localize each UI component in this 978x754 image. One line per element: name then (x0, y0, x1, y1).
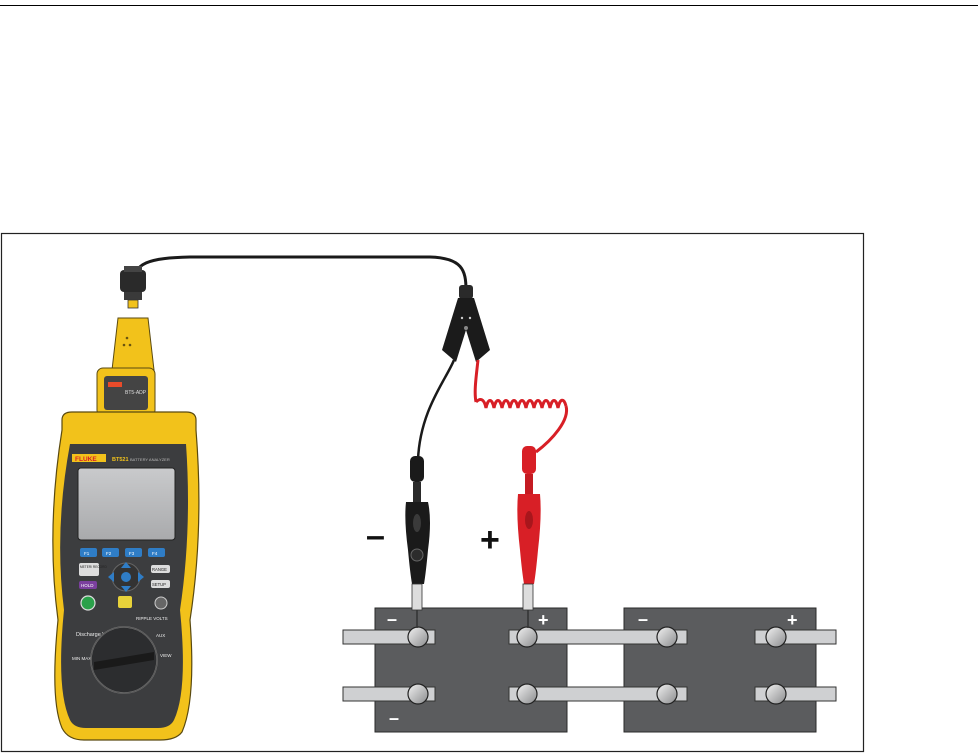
range-label: RANGE (152, 567, 167, 572)
setup-button (151, 580, 170, 588)
strap-bottom-middle (508, 686, 688, 702)
sign-b1-bottom-negative: – (389, 708, 399, 728)
sign-b1-negative: – (387, 609, 397, 629)
terminal-b2-top-right (765, 626, 787, 648)
dial-label-ripple: RIPPLE VOLTS (136, 616, 168, 621)
red-coiled-lead (473, 359, 569, 454)
navigation-pad (108, 562, 144, 592)
terminal-b2-bottom-left (656, 683, 678, 705)
main-cable (132, 255, 468, 291)
setup-label: SETUP (152, 582, 166, 587)
probe-splitter (442, 285, 490, 362)
hold-button (79, 581, 97, 589)
probe-positive-sign: + (480, 521, 500, 559)
softkey-f1: F1 (84, 551, 90, 556)
backlight-button (154, 596, 168, 610)
meter-display (77, 467, 176, 541)
save-button (118, 596, 132, 608)
softkey-f2: F2 (106, 551, 112, 556)
strap-top-middle (508, 629, 688, 645)
terminal-b1-top-left (407, 626, 429, 648)
adapter-label: BT5-ADP (125, 390, 147, 396)
probe-negative-sign: – (366, 517, 385, 555)
hold-label: HOLD (81, 583, 94, 588)
dial-label-view: VIEW (160, 653, 172, 658)
meter-model-subtitle: BATTERY ANALYZER (130, 457, 170, 462)
terminal-b1-bottom-right (516, 683, 538, 705)
terminal-b1-top-right (516, 626, 538, 648)
terminal-posts (407, 626, 787, 705)
meter-model: BT521 (112, 457, 129, 463)
meter-mode-button (79, 563, 99, 576)
red-probe (517, 446, 541, 628)
battery-1-body (374, 607, 568, 733)
softkey-f3: F3 (129, 551, 135, 556)
sign-b2-negative: – (638, 609, 648, 629)
power-button (80, 595, 96, 611)
battery-1 (374, 607, 568, 733)
dial-label-aux: AUX (156, 633, 165, 638)
terminal-b2-top-left (656, 626, 678, 648)
sign-b1-positive: + (538, 610, 549, 630)
fluke-meter: BT5-ADP FLUKE BT521 BATTERY ANALYZER F1 … (52, 317, 200, 741)
softkey-f4: F4 (152, 551, 158, 556)
black-probe (405, 456, 430, 628)
page-top-rule (0, 5, 978, 6)
meter-mode-label: METER/ RECORD (80, 565, 107, 569)
terminal-b1-bottom-left (407, 683, 429, 705)
battery-2 (623, 607, 817, 733)
battery-2-body (623, 607, 817, 733)
meter-brand: FLUKE (75, 456, 97, 463)
dial-label-discharge: Discharge VOLTS (76, 632, 120, 638)
figure-frame (0, 232, 865, 753)
dial-label-minmax: MIN MAX (72, 656, 91, 661)
meter-softkeys: F1 F2 F3 F4 (80, 548, 165, 557)
sign-b2-positive: + (787, 610, 798, 630)
cable-ferrite-connector (120, 266, 146, 309)
terminal-b2-bottom-right (765, 683, 787, 705)
black-lead-wire (416, 359, 456, 461)
range-button (151, 565, 170, 573)
